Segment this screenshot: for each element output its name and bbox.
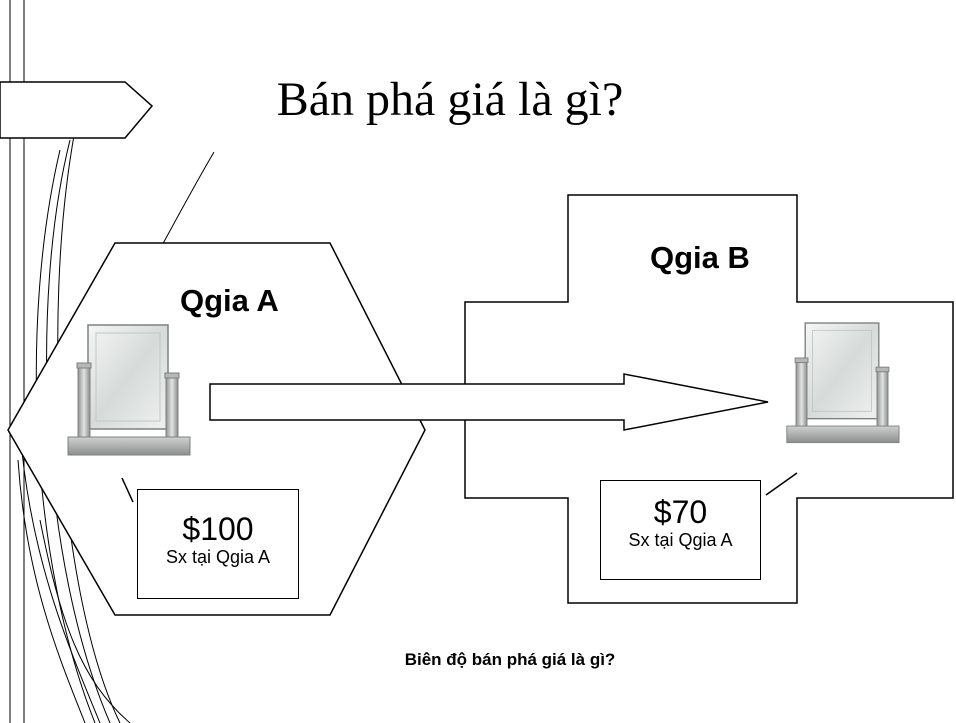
title-banner-arrow xyxy=(0,81,154,139)
country-b-label: Qgia B xyxy=(650,240,750,275)
export-arrow xyxy=(209,373,769,431)
price-box-country-b: $70 Sx tại Qgia A xyxy=(600,480,761,580)
dumping-margin-question: Biên độ bán phá giá là gì? xyxy=(404,650,616,669)
origin-country-a: Sx tại Qgia A xyxy=(165,547,271,567)
callout-line-b xyxy=(765,472,798,496)
price-box-country-a: $100 Sx tại Qgia A xyxy=(137,489,299,599)
price-country-b: $70 xyxy=(653,494,708,530)
price-country-a: $100 xyxy=(182,511,254,547)
callout-line-a xyxy=(121,477,134,503)
slide-title: Bán phá giá là gì? xyxy=(276,73,624,126)
origin-country-b: Sx tại Qgia A xyxy=(628,530,733,550)
country-a-label: Qgia A xyxy=(180,283,279,318)
